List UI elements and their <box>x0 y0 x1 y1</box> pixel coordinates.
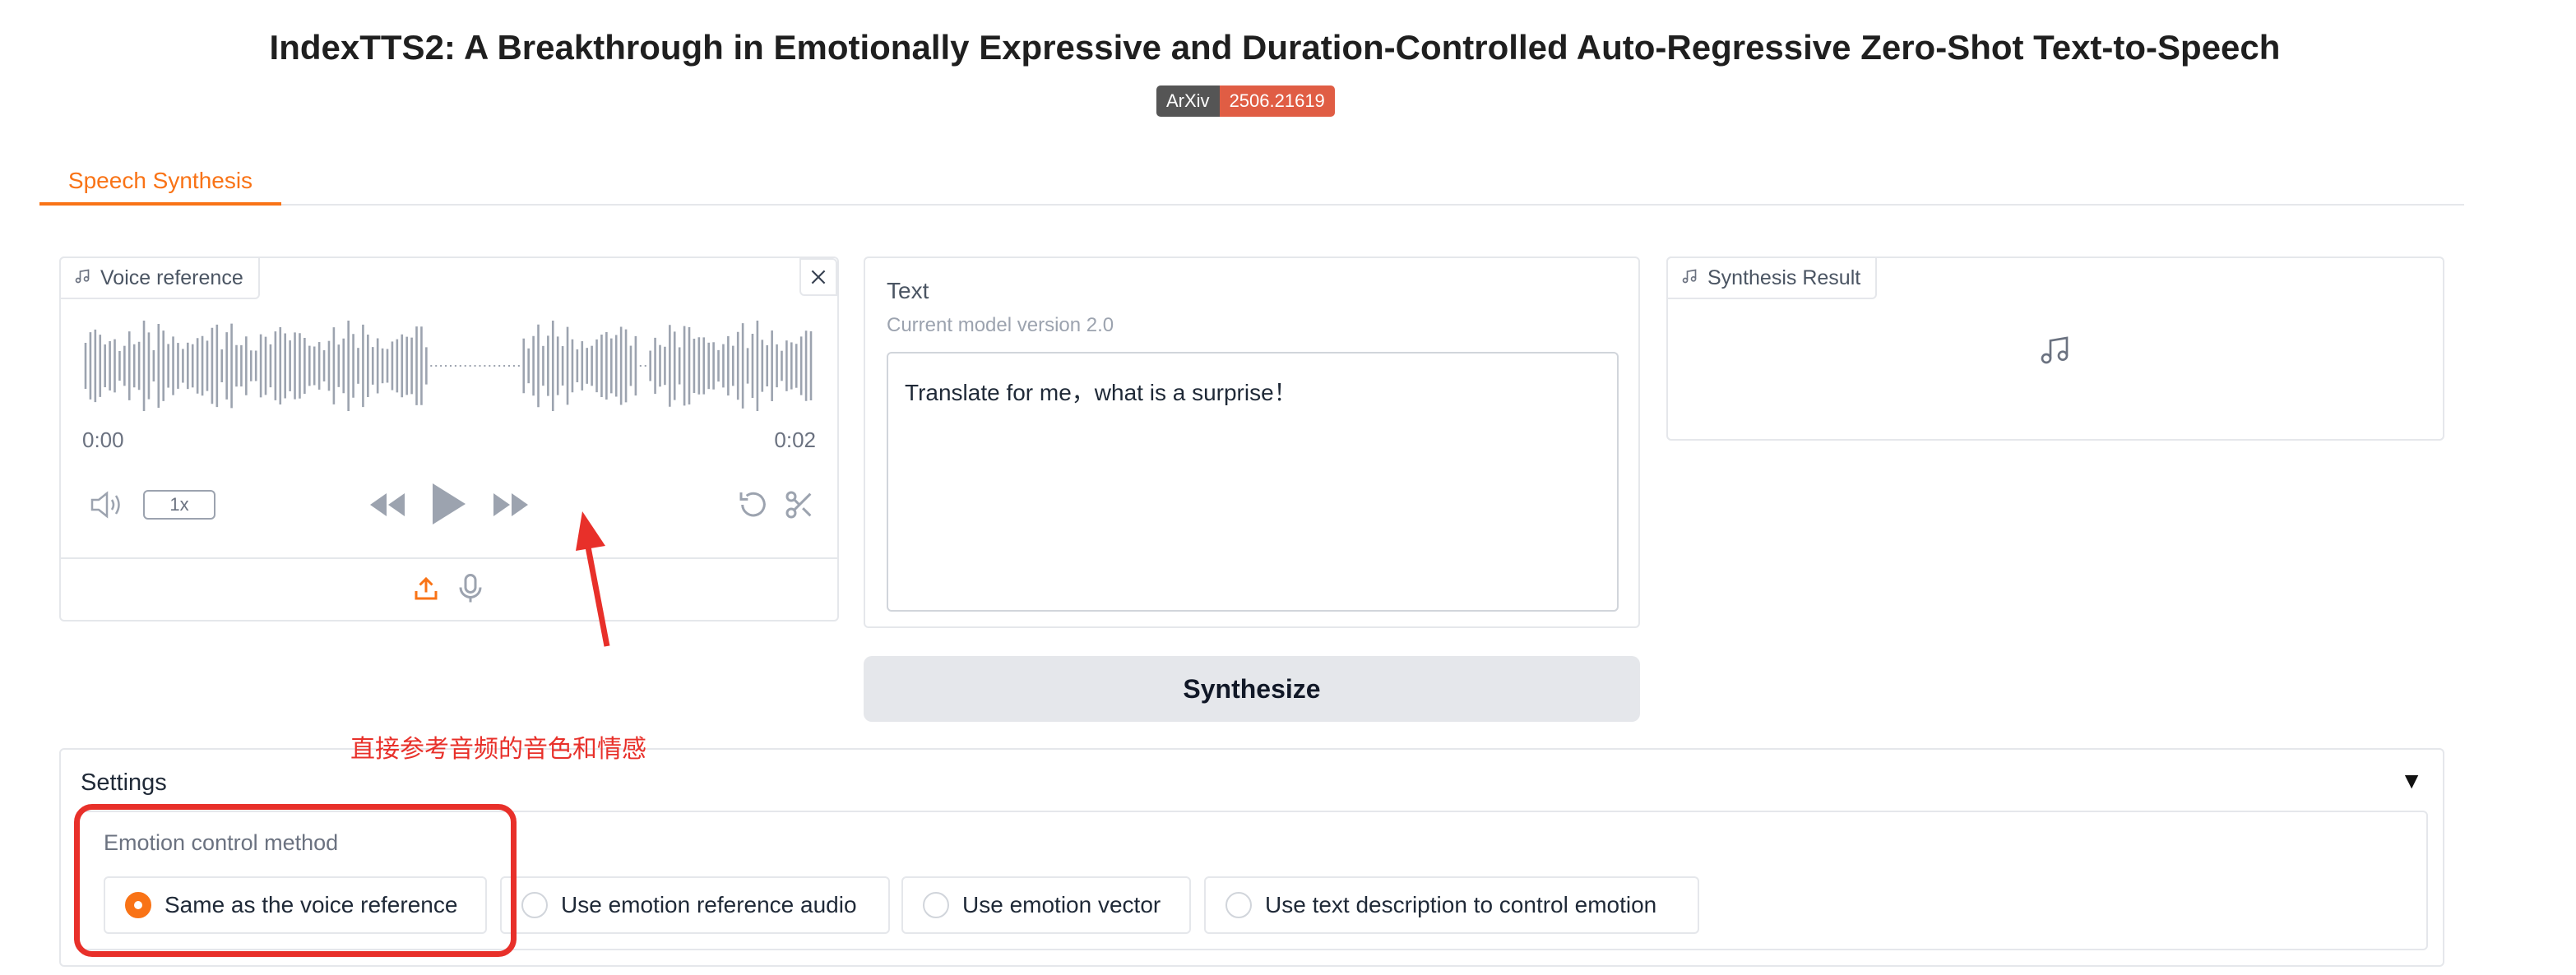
scissors-icon[interactable] <box>783 488 816 521</box>
radio-label: Same as the voice reference <box>164 892 458 917</box>
page-title: IndexTTS2: A Breakthrough in Emotionally… <box>269 28 2281 67</box>
text-label: Text <box>887 278 929 303</box>
radio-label: Use text description to control emotion <box>1265 892 1657 917</box>
model-version-info: Current model version 2.0 <box>887 314 1114 336</box>
microphone-icon[interactable] <box>456 572 485 605</box>
arxiv-badge-id: 2506.21619 <box>1219 85 1335 117</box>
upload-icon[interactable] <box>411 574 441 603</box>
synthesis-result-label: Synthesis Result <box>1707 266 1861 289</box>
close-icon <box>811 270 826 284</box>
fast-forward-icon[interactable] <box>492 490 531 520</box>
collapse-triangle-icon[interactable]: ▼ <box>2400 768 2423 793</box>
audio-waveform[interactable] <box>82 321 814 411</box>
arxiv-badge[interactable]: ArXiv 2506.21619 <box>1156 85 1335 117</box>
text-input[interactable]: Translate for me，what is a surprise！ <box>887 352 1619 612</box>
voice-reference-label-tag: Voice reference <box>59 256 260 299</box>
synthesis-result-panel: Synthesis Result <box>1666 256 2444 441</box>
playback-speed-button[interactable]: 1x <box>143 490 215 520</box>
radio-same-as-voice-reference[interactable]: Same as the voice reference <box>104 876 487 934</box>
settings-title[interactable]: Settings <box>81 769 167 796</box>
annotation-highlight-box <box>74 804 517 957</box>
radio-label: Use emotion reference audio <box>561 892 857 917</box>
rewind-icon[interactable] <box>367 490 406 520</box>
time-end: 0:02 <box>774 427 816 452</box>
music-placeholder-icon <box>2041 336 2069 364</box>
voice-reference-label: Voice reference <box>100 266 243 289</box>
music-note-icon <box>74 266 90 290</box>
time-start: 0:00 <box>82 427 124 452</box>
arxiv-badge-label: ArXiv <box>1156 85 1220 117</box>
synthesis-result-label-tag: Synthesis Result <box>1666 256 1878 299</box>
emotion-control-label: Emotion control method <box>104 830 339 855</box>
tab-speech-synthesis[interactable]: Speech Synthesis <box>39 161 281 206</box>
close-button[interactable] <box>799 258 837 296</box>
radio-label: Use emotion vector <box>962 892 1161 917</box>
voice-reference-panel: Voice reference 0:00 0:02 1x <box>59 256 839 622</box>
radio-unchecked-icon <box>923 892 949 918</box>
tab-bar-divider <box>39 204 2464 206</box>
settings-panel: Settings ▼ Emotion control method Same a… <box>59 748 2444 967</box>
emotion-control-group: Emotion control method Same as the voice… <box>76 811 2428 950</box>
reset-icon[interactable] <box>737 488 770 521</box>
playback-controls: 1x <box>61 474 837 548</box>
radio-unchecked-icon <box>521 892 548 918</box>
radio-use-emotion-reference-audio[interactable]: Use emotion reference audio <box>500 876 890 934</box>
radio-use-text-description[interactable]: Use text description to control emotion <box>1204 876 1699 934</box>
annotation-text: 直接参考音频的音色和情感 <box>350 736 646 763</box>
radio-use-emotion-vector[interactable]: Use emotion vector <box>901 876 1191 934</box>
text-panel: Text Current model version 2.0 Translate… <box>864 256 1640 628</box>
music-note-icon <box>1681 266 1698 290</box>
radio-checked-icon <box>125 892 151 918</box>
annotation-arrow-icon <box>576 511 610 647</box>
synthesize-button[interactable]: Synthesize <box>864 656 1640 722</box>
volume-icon[interactable] <box>89 488 125 521</box>
voice-source-bar <box>61 557 837 622</box>
radio-unchecked-icon <box>1225 892 1252 918</box>
play-icon[interactable] <box>428 480 469 528</box>
